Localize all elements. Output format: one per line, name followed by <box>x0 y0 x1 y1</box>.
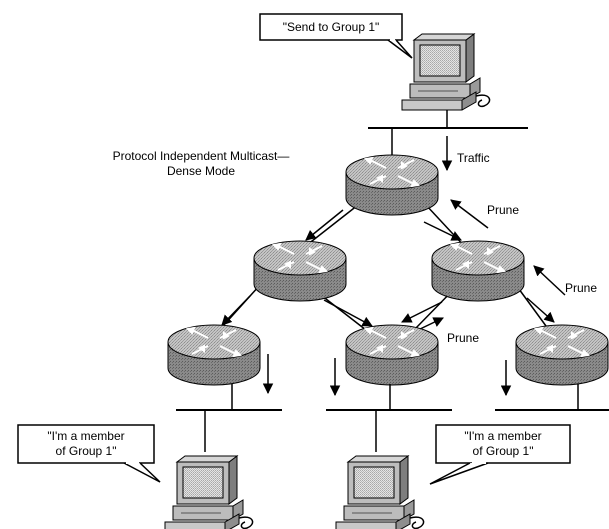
receiver-workstation-icon <box>335 455 425 529</box>
prune-arrow-icon <box>417 317 444 331</box>
router-icon <box>345 324 439 386</box>
diagram-title-line-2: Dense Mode <box>167 164 235 178</box>
prune-arrow-icon <box>450 199 489 229</box>
prune-arrow-icon <box>533 265 566 296</box>
router-icon <box>431 240 525 302</box>
member-callout-right: "I'm a member of Group 1" <box>429 424 571 485</box>
prune-label-top: Prune <box>487 203 519 217</box>
traffic-arrow-icon <box>305 209 344 241</box>
flow-arrows <box>221 199 566 397</box>
member-callout-left-line-1: "I'm a member <box>47 429 124 443</box>
member-callout-right-line-2: of Group 1" <box>473 444 534 458</box>
router-icon <box>253 240 347 302</box>
router-icon <box>167 324 261 386</box>
member-callout-left-line-2: of Group 1" <box>56 444 117 458</box>
traffic-arrow-icon <box>423 221 462 241</box>
sender-callout: "Send to Group 1" <box>259 13 413 59</box>
traffic-arrow-icon <box>221 295 251 326</box>
router-icon <box>515 324 609 386</box>
traffic-label: Traffic <box>457 151 490 165</box>
member-callout-left: "I'm a member of Group 1" <box>17 424 161 483</box>
member-callout-right-line-1: "I'm a member <box>464 429 541 443</box>
prune-label-right: Prune <box>565 281 597 295</box>
traffic-arrow-icon <box>401 301 443 323</box>
traffic-arrow-icon <box>526 297 555 323</box>
receiver-lans <box>176 384 609 452</box>
router-icon <box>345 154 439 216</box>
diagram-title-line-1: Protocol Independent Multicast— <box>113 149 290 163</box>
prune-label-middle: Prune <box>447 331 479 345</box>
sender-callout-text: "Send to Group 1" <box>283 20 380 34</box>
receiver-workstation-icon <box>164 455 254 529</box>
traffic-arrow-icon <box>323 299 373 327</box>
sender-workstation-icon <box>401 33 491 111</box>
